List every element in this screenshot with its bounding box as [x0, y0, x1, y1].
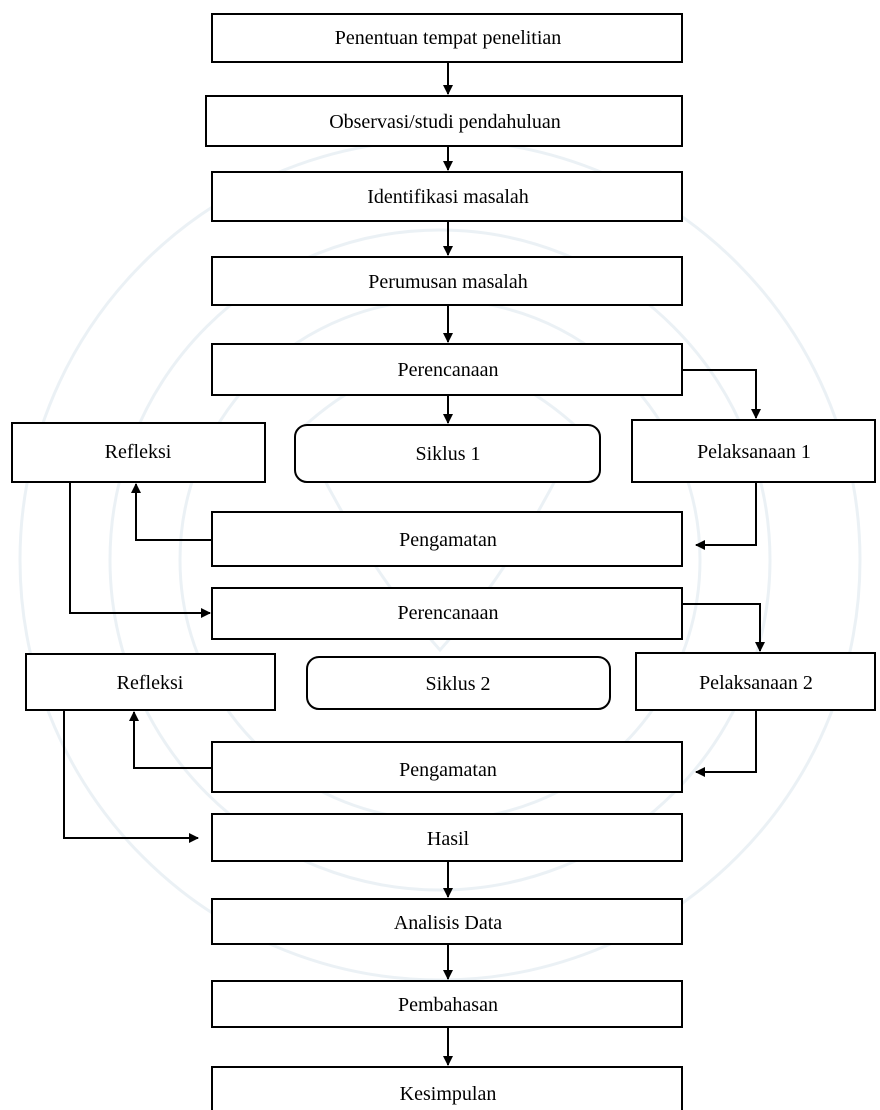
step-penentuan-label: Penentuan tempat penelitian [335, 27, 562, 49]
step-analisis-box [211, 898, 683, 945]
step-refleksi-2-label: Refleksi [117, 672, 184, 694]
step-refleksi-1-box [11, 422, 266, 483]
step-hasil-label: Hasil [427, 828, 470, 850]
step-pelaksanaan-1-box [631, 419, 876, 483]
step-perumusan-box [211, 256, 683, 306]
siklus-1-label: Siklus 1 [415, 443, 480, 465]
step-pengamatan-2-label: Pengamatan [399, 759, 497, 781]
step-penentuan-box [211, 13, 683, 63]
step-pelaksanaan-1-label: Pelaksanaan 1 [697, 441, 811, 463]
step-analisis-label: Analisis Data [394, 912, 502, 934]
step-perencanaan-1-box [211, 343, 683, 396]
step-observasi-label: Observasi/studi pendahuluan [329, 111, 561, 133]
step-identifikasi-box [211, 171, 683, 222]
step-kesimpulan-label: Kesimpulan [400, 1083, 497, 1105]
step-hasil-box [211, 813, 683, 862]
step-pembahasan-label: Pembahasan [398, 994, 498, 1016]
step-pengamatan-1-label: Pengamatan [399, 529, 497, 551]
step-refleksi-2-box [25, 653, 276, 711]
step-refleksi-1-label: Refleksi [105, 441, 172, 463]
step-pelaksanaan-2-label: Pelaksanaan 2 [699, 672, 813, 694]
siklus-2-label: Siklus 2 [425, 673, 490, 695]
step-pengamatan-2-box [211, 741, 683, 793]
step-pelaksanaan-2-box [635, 652, 876, 711]
step-pengamatan-1-box [211, 511, 683, 567]
step-kesimpulan-box [211, 1066, 683, 1110]
step-perencanaan-2-box [211, 587, 683, 640]
connectors [63, 62, 765, 1066]
siklus-2-box [306, 656, 611, 710]
step-pembahasan-box [211, 980, 683, 1028]
step-observasi-box [205, 95, 683, 147]
step-perencanaan-2-label: Perencanaan [397, 602, 498, 624]
step-perencanaan-1-label: Perencanaan [397, 359, 498, 381]
step-identifikasi-label: Identifikasi masalah [367, 186, 529, 208]
step-perumusan-label: Perumusan masalah [368, 271, 527, 293]
siklus-1-box [294, 424, 601, 483]
